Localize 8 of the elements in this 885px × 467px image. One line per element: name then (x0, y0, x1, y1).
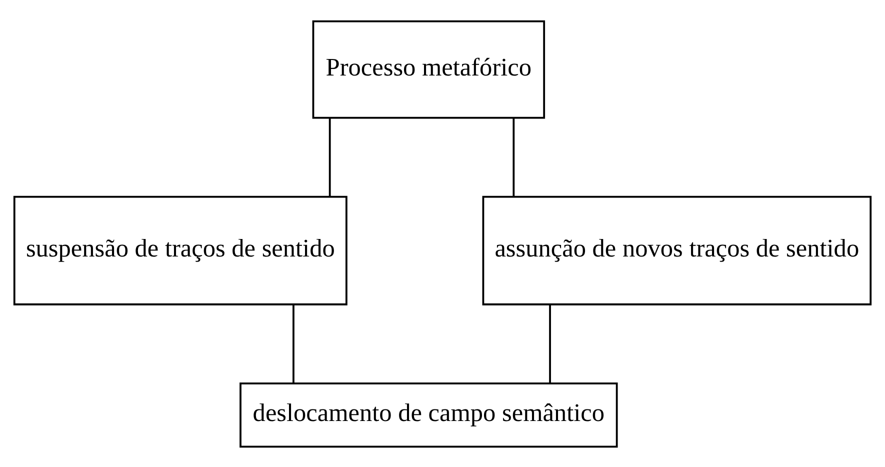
connector (328, 118, 331, 196)
node-box: Processo metafórico (312, 20, 546, 118)
connector (512, 118, 515, 196)
node-box: assunção de novos traços de sentido (482, 195, 872, 305)
connector (549, 304, 551, 383)
connector (292, 304, 294, 383)
node-box: suspensão de traços de sentido (13, 195, 348, 305)
node-box: deslocamento de campo semântico (240, 382, 618, 448)
